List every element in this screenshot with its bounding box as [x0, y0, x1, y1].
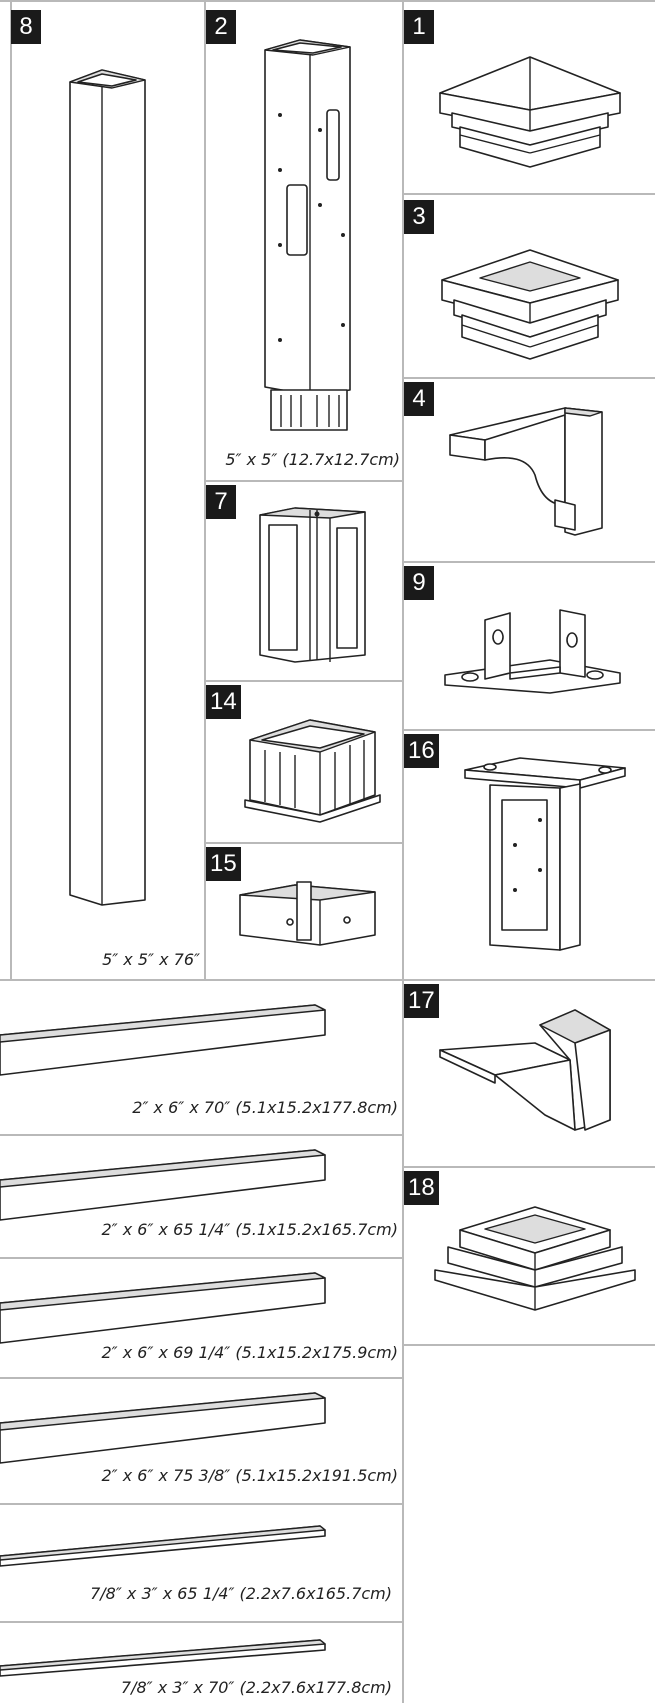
part-number-badge: 16 — [404, 734, 439, 768]
grid-line — [0, 1134, 402, 1136]
post-sleeve-illustration — [264, 39, 351, 431]
t-bracket-illustration — [464, 757, 626, 951]
part-number-badge: 7 — [206, 485, 236, 519]
post-cap-illustration — [439, 56, 621, 168]
grid-line — [402, 377, 655, 379]
part-number-badge: 14 — [206, 685, 241, 719]
grid-line — [402, 193, 655, 195]
grid-line — [402, 1344, 655, 1346]
grid-line — [0, 1257, 402, 1259]
rail-dimension-label: 2″ x 6″ x 70″ (5.1x15.2x177.8cm) — [132, 1098, 398, 1117]
part-number-badge: 4 — [404, 382, 434, 416]
grid-line — [204, 842, 402, 844]
sleeve-dimension-label: 5″ x 5″ (12.7x12.7cm) — [225, 450, 400, 469]
grid-line — [0, 0, 655, 2]
rail-illustration — [0, 1272, 326, 1344]
rail-dimension-label: 2″ x 6″ x 65 1/4″ (5.1x15.2x165.7cm) — [101, 1220, 398, 1239]
grid-line — [0, 1503, 402, 1505]
grid-line — [0, 979, 402, 981]
bracket-illustration — [449, 407, 603, 536]
picket-dimension-label: 7/8″ x 3″ x 65 1/4″ (2.2x7.6x165.7cm) — [90, 1584, 392, 1603]
part-number-badge: 1 — [404, 10, 434, 44]
post-illustration — [69, 69, 146, 906]
u-bracket-illustration — [444, 609, 621, 694]
base-trim-illustration — [434, 1206, 636, 1311]
rail-illustration — [0, 1149, 326, 1221]
part-number-badge: 15 — [206, 847, 241, 881]
grid-line — [204, 680, 402, 682]
part-number-badge: 2 — [206, 10, 236, 44]
grid-line — [0, 1621, 402, 1623]
grid-line — [204, 0, 206, 979]
rail-illustration — [0, 1392, 326, 1464]
part-number-badge: 8 — [11, 10, 41, 44]
rail-illustration — [0, 1004, 326, 1076]
grid-line — [204, 480, 402, 482]
rail-insert-illustration — [259, 507, 366, 663]
picket-dimension-label: 7/8″ x 3″ x 70″ (2.2x7.6x177.8cm) — [120, 1678, 392, 1697]
base-cap-illustration — [441, 249, 619, 360]
grid-line — [0, 1377, 402, 1379]
part-number-badge: 3 — [404, 200, 434, 234]
part-number-badge: 9 — [404, 566, 434, 600]
part-number-badge: 17 — [404, 984, 439, 1018]
grid-line — [10, 0, 12, 979]
grid-line — [402, 561, 655, 563]
connector-illustration — [239, 881, 376, 946]
post-skirt-illustration — [244, 719, 381, 823]
part-number-badge: 18 — [404, 1171, 439, 1205]
rail-dimension-label: 2″ x 6″ x 75 3/8″ (5.1x15.2x191.5cm) — [101, 1466, 398, 1485]
grid-line — [402, 729, 655, 731]
rail-dimension-label: 2″ x 6″ x 69 1/4″ (5.1x15.2x175.9cm) — [101, 1343, 398, 1362]
grid-line — [402, 1166, 655, 1168]
post-dimension-label: 5″ x 5″ x 76″ — [102, 950, 200, 969]
end-bracket-illustration — [439, 1009, 611, 1131]
grid-line — [402, 0, 404, 1703]
picket-illustration — [0, 1525, 326, 1567]
picket-illustration — [0, 1639, 326, 1677]
grid-line — [402, 979, 655, 981]
